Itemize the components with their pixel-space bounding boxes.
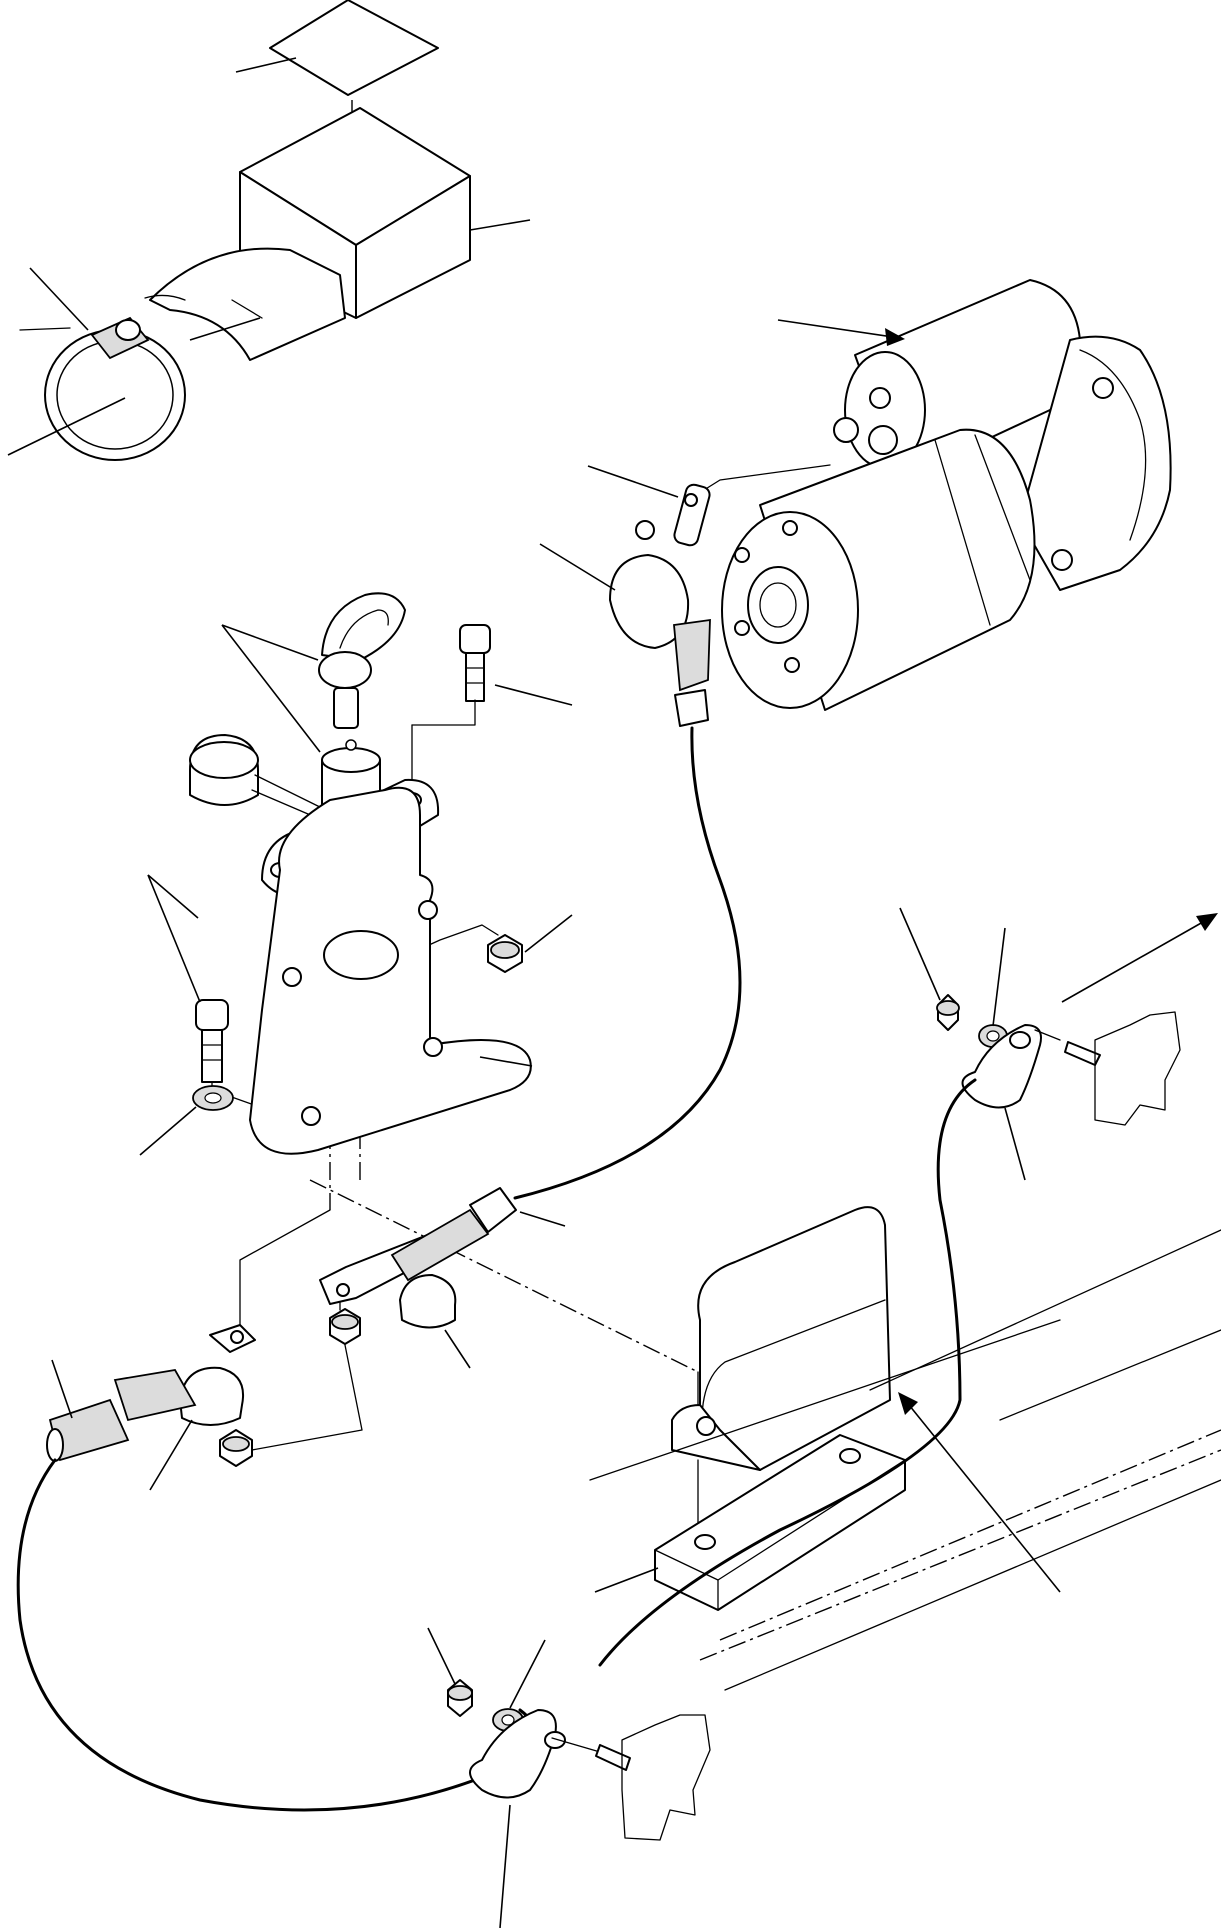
bolt-icon-2 [147,874,229,1083]
battery-terminal-icon [46,1324,256,1491]
nut-icon [487,914,573,973]
nut-icon-3 [219,1429,253,1467]
nut-icon-2 [329,1308,361,1345]
frame-rail-icon [589,1229,1221,1691]
clamp-ring-icon [7,267,261,461]
key-icon [221,592,406,753]
starter-motor-icon [721,279,1172,711]
terminal-boot-icon [539,464,831,727]
decal-icon [235,0,439,96]
starter-cable [513,726,742,1200]
bracket-icon [594,1206,1061,1611]
bolt-icon [459,624,573,706]
p-clip-icon-2 [427,1627,711,1928]
boot-cover-icon [144,100,531,361]
p-clip-icon [899,907,1218,1181]
washer-icon [139,1085,234,1156]
bracket-plate-icon [249,786,533,1155]
battery-cable [16,1458,538,1812]
clip-cable-upper [598,1078,977,1667]
cap-icon [189,734,331,821]
cable-lug-icon [319,1187,566,1369]
